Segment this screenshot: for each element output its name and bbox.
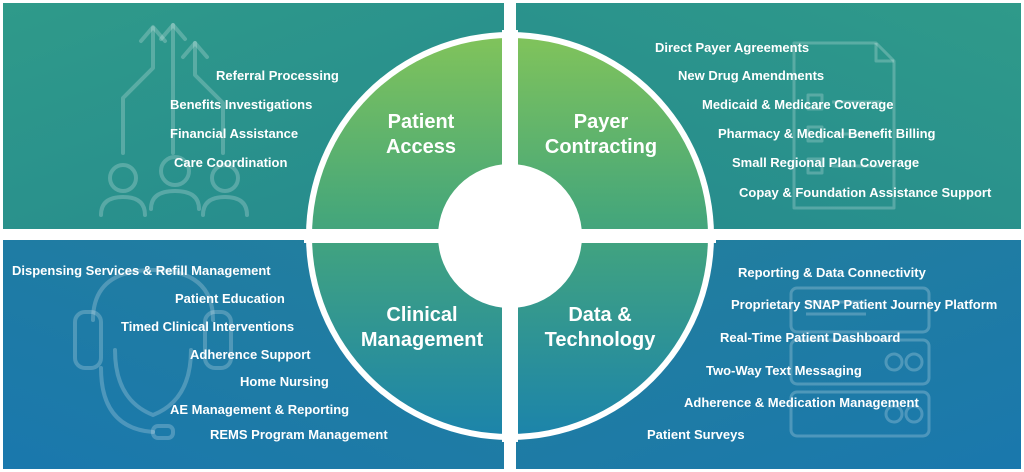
list-item: Medicaid & Medicare Coverage [702, 97, 894, 112]
quadrant-title-patient-access: Patient Access [360, 110, 482, 160]
list-item: Financial Assistance [170, 126, 299, 141]
list-item: Small Regional Plan Coverage [732, 155, 920, 170]
quadrant-title-line: Payer [573, 111, 629, 133]
list-item: Real-Time Patient Dashboard [720, 330, 901, 345]
quadrant-title-data-technology: Data & Technology [530, 303, 670, 353]
list-item: Referral Processing [216, 68, 339, 83]
quadrant-title-line: Patient [387, 111, 455, 133]
list-item: Benefits Investigations [170, 97, 313, 112]
list-item: Adherence Support [190, 347, 311, 362]
list-item: Adherence & Medication Management [684, 395, 919, 410]
list-item: Patient Surveys [647, 427, 745, 442]
list-item: Patient Education [175, 291, 285, 306]
quadrant-title-line: Management [360, 329, 484, 351]
list-item: Proprietary SNAP Patient Journey Platfor… [731, 297, 998, 312]
quadrant-title-line: Data & [568, 304, 632, 326]
quadrant-title-line: Technology [544, 329, 656, 351]
list-item: Care Coordination [174, 155, 288, 170]
list-item: New Drug Amendments [678, 68, 825, 83]
circle-center-hub [438, 164, 582, 308]
list-item: Pharmacy & Medical Benefit Billing [718, 126, 936, 141]
list-item: AE Management & Reporting [170, 402, 350, 417]
list-item: Timed Clinical Interventions [121, 319, 295, 334]
list-item: Direct Payer Agreements [655, 40, 810, 55]
list-item: Two-Way Text Messaging [706, 363, 862, 378]
quadrant-title-line: Access [385, 136, 457, 158]
list-item: Copay & Foundation Assistance Support [739, 185, 992, 200]
list-item: Dispensing Services & Refill Management [12, 263, 271, 278]
quadrant-title-line: Contracting [544, 136, 658, 158]
list-item: REMS Program Management [210, 427, 388, 442]
quadrant-title-clinical-management: Clinical Management [344, 303, 500, 353]
quadrant-title-payer-contracting: Payer Contracting [528, 110, 674, 160]
list-item: Home Nursing [240, 374, 329, 389]
quadrant-title-line: Clinical [386, 304, 458, 326]
list-item: Reporting & Data Connectivity [738, 265, 926, 280]
